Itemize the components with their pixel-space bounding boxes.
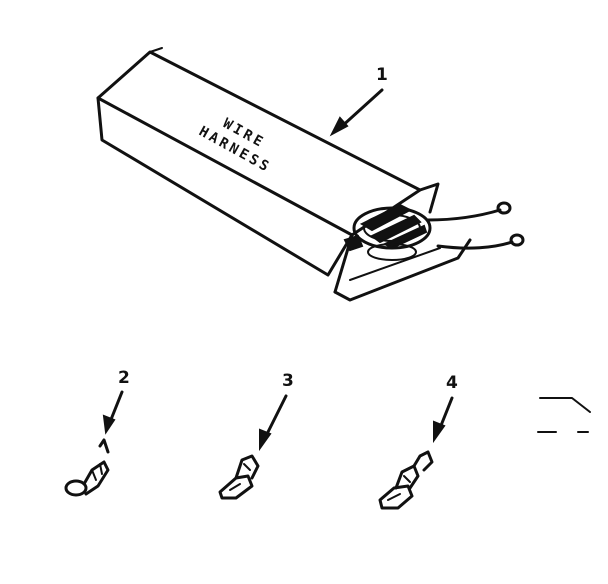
wire-leads bbox=[426, 201, 525, 250]
wire-harness-box: WIRE HARNESS bbox=[96, 47, 525, 302]
callout-4: 4 bbox=[433, 373, 458, 444]
spade-terminal bbox=[218, 454, 260, 500]
callout-number-3: 3 bbox=[282, 371, 294, 391]
ring-terminal bbox=[64, 438, 110, 497]
scan-marks bbox=[537, 397, 591, 433]
callout-number-4: 4 bbox=[446, 373, 458, 393]
callout-2: 2 bbox=[102, 368, 130, 435]
callout-number-2: 2 bbox=[118, 368, 130, 388]
callout-3: 3 bbox=[259, 371, 294, 452]
quick-disconnect-terminal bbox=[378, 450, 434, 510]
coiled-wire bbox=[343, 203, 432, 261]
callout-1: 1 bbox=[329, 65, 388, 137]
callout-number-1: 1 bbox=[376, 65, 388, 85]
